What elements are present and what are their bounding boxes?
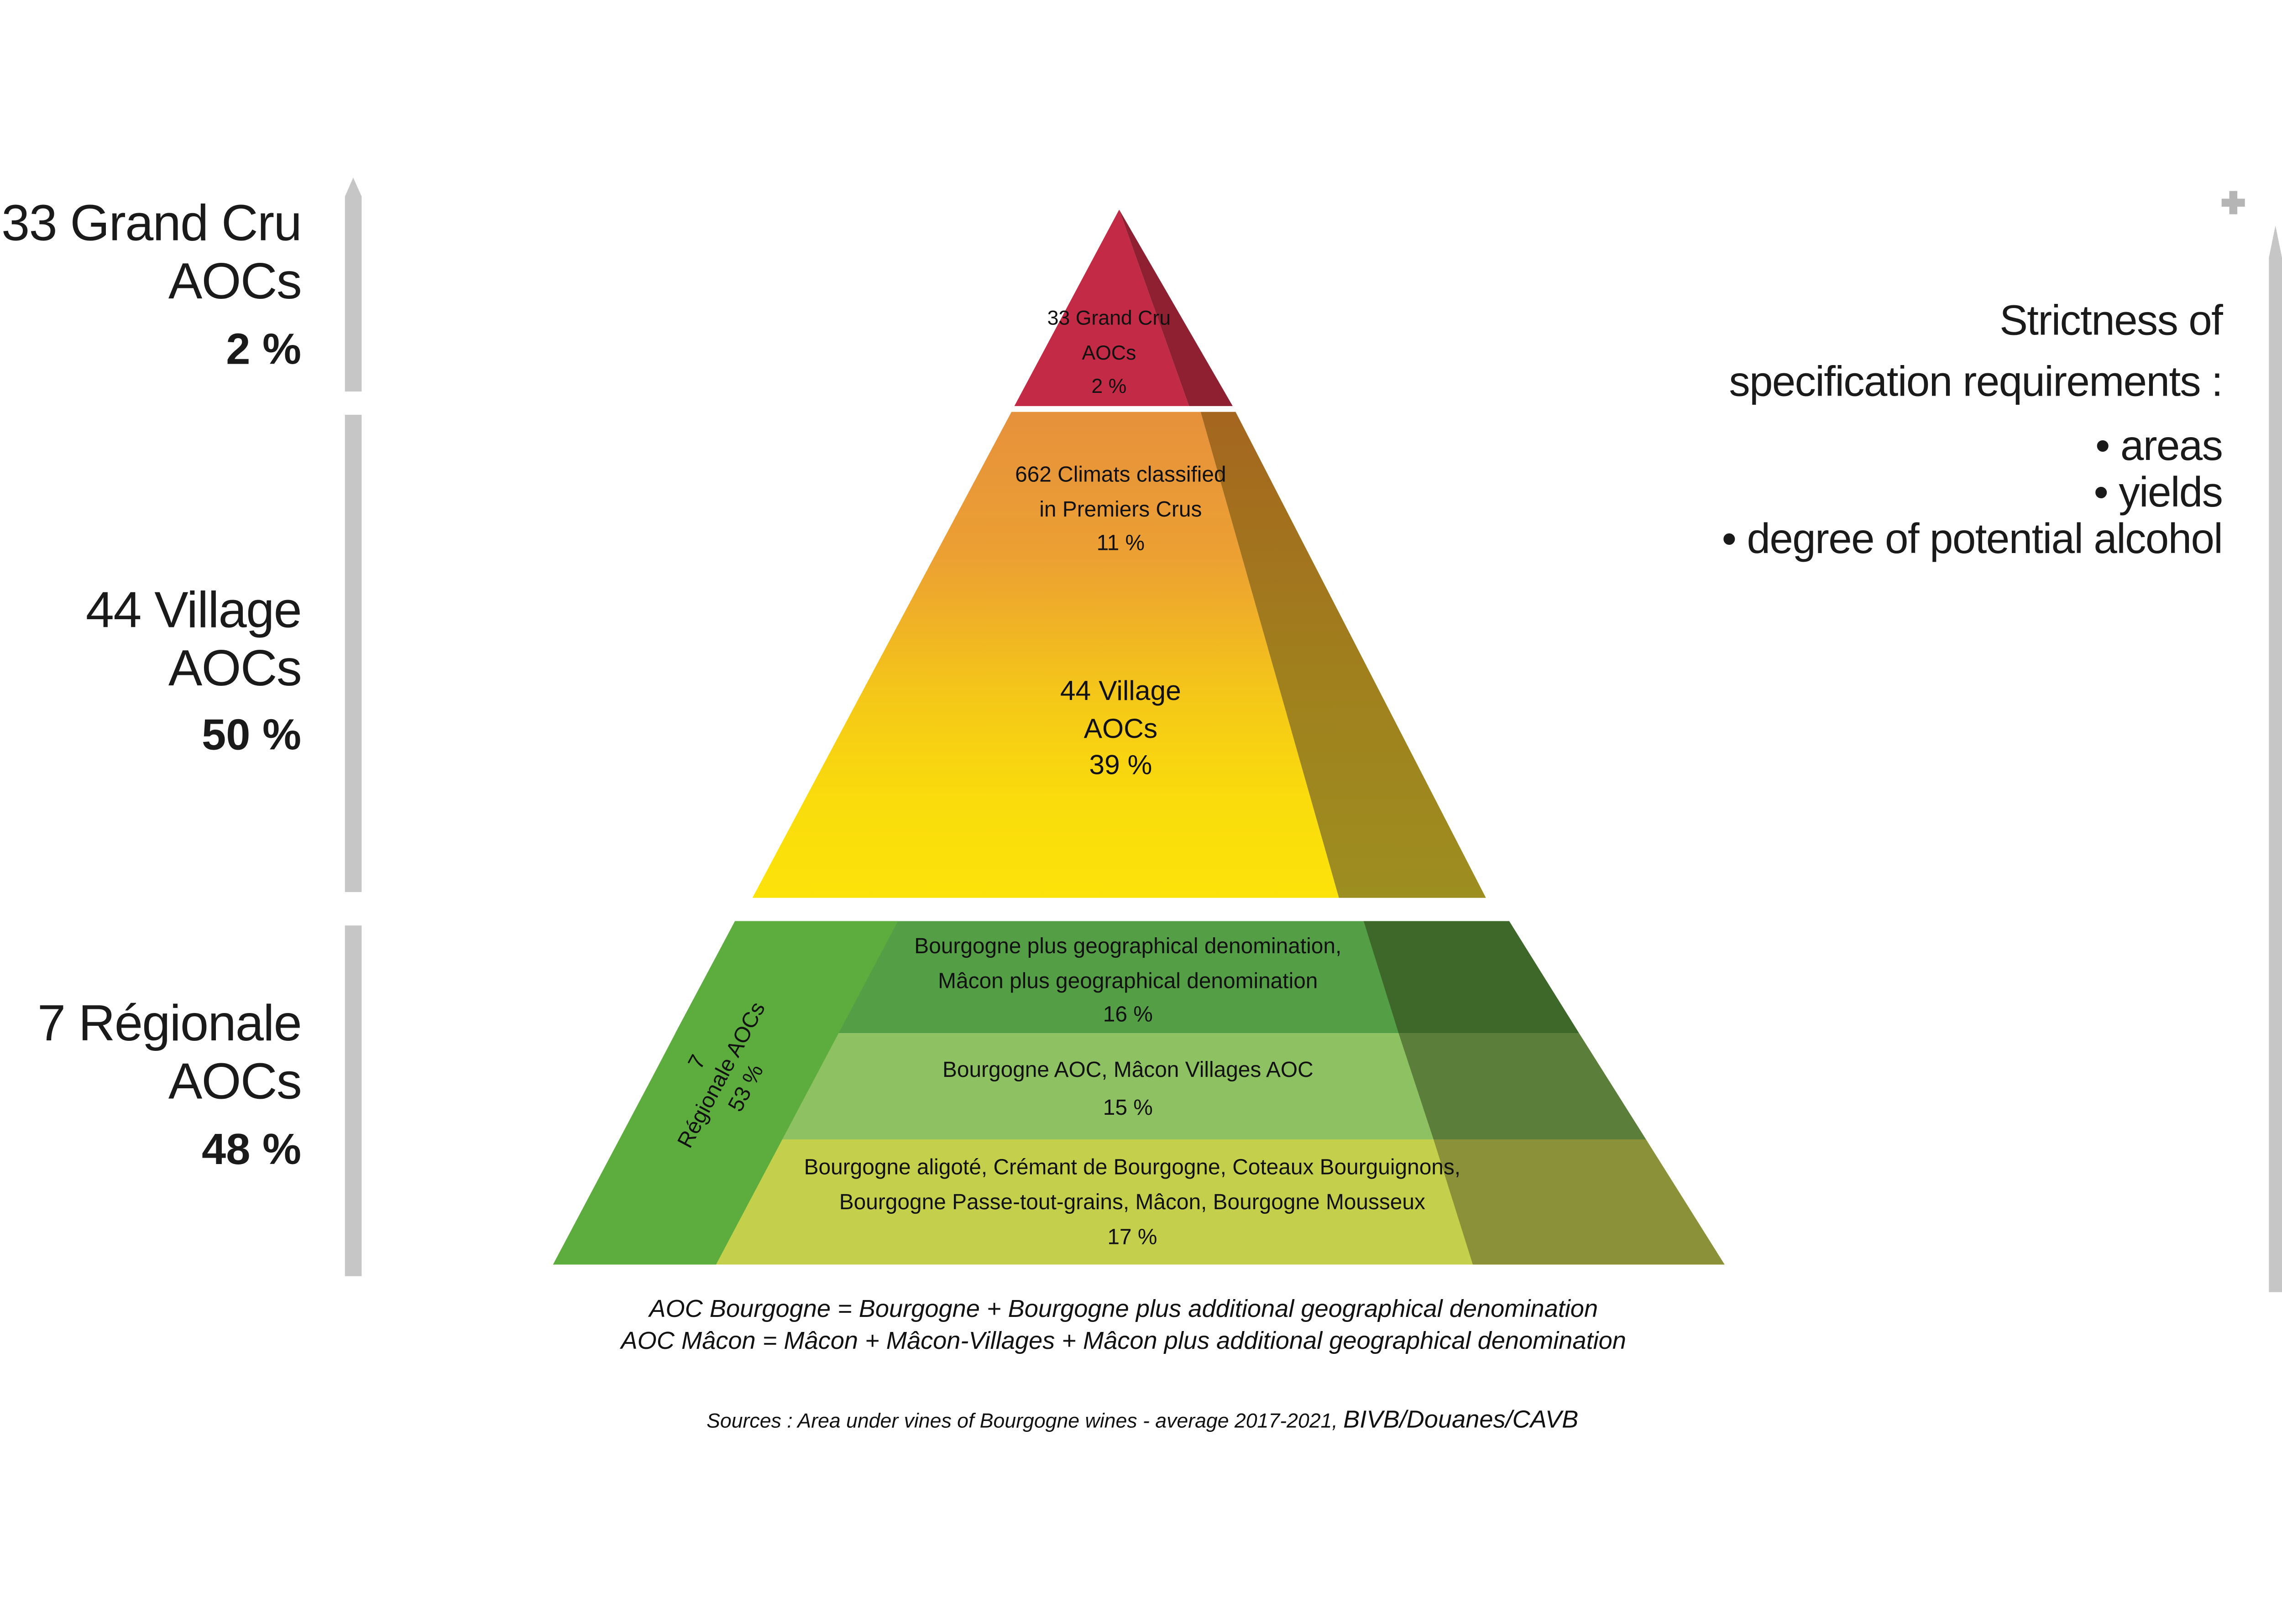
strictness-bullet-alcohol: • degree of potential alcohol (1722, 515, 2223, 562)
tier-village-face (752, 412, 1339, 898)
left-tier-arrow (345, 178, 362, 1276)
band-aoc-text-pct: 15 % (1103, 1096, 1153, 1120)
left-arrow-segment-village-icon (345, 414, 362, 892)
left-arrow-segment-grand-cru-icon (345, 178, 362, 392)
sources-organisations: BIVB/Douanes/CAVB (1343, 1405, 1578, 1433)
band-aoc-text-line1: Bourgogne AOC, Mâcon Villages AOC (942, 1058, 1314, 1082)
premiers-crus-text-line2: in Premiers Crus (1039, 497, 1202, 522)
label-village-line2: AOCs (168, 639, 301, 696)
band-generic-text-line2: Bourgogne Passe-tout-grains, Mâcon, Bour… (839, 1190, 1425, 1214)
strictness-title-line1: Strictness of (1999, 297, 2223, 344)
band-generic-text-line1: Bourgogne aligoté, Crémant de Bourgogne,… (804, 1155, 1461, 1180)
label-village-pct: 50 % (202, 710, 301, 759)
band-geo-denomination (675, 921, 1579, 1034)
label-regionale-line1: 7 Régionale (37, 994, 301, 1051)
tier-grand-cru-text-line2: AOCs (1082, 342, 1136, 364)
tier-grand-cru-text-pct: 2 % (1091, 375, 1126, 397)
label-village-line1: 44 Village (86, 581, 301, 638)
tier-grand-cru-side-shadow (1119, 209, 1233, 406)
regionale-left-stripe (553, 921, 898, 1265)
label-grand-cru-line2: AOCs (168, 252, 301, 309)
tier-grand-cru-face (1014, 209, 1189, 406)
label-grand-cru-line1: 33 Grand Cru (1, 194, 301, 251)
band-generic-side-shadow (1433, 1139, 1725, 1265)
strictness-title-line2: specification requirements : (1729, 358, 2222, 405)
tier-village-text-line2: AOCs (1084, 713, 1158, 744)
sources-text: Sources : Area under vines of Bourgogne … (707, 1410, 1343, 1432)
strictness-bullet-areas: • areas (2095, 422, 2222, 469)
band-geo-side-shadow (1363, 921, 1579, 1034)
strictness-arrow-icon (2269, 225, 2282, 1292)
premiers-crus-text-line1: 662 Climats classified (1015, 463, 1226, 487)
left-arrow-segment-regionale-icon (345, 925, 362, 1276)
footnote-bourgogne: AOC Bourgogne = Bourgogne + Bourgogne pl… (648, 1295, 1598, 1322)
label-regionale-line2: AOCs (168, 1053, 301, 1110)
plus-icon (2221, 191, 2245, 214)
strictness-bullet-yields: • yields (2094, 468, 2223, 516)
band-aoc-side-shadow (1398, 1033, 1646, 1139)
premiers-crus-text-pct: 11 % (1097, 531, 1145, 555)
tier-village-text-line1: 44 Village (1060, 675, 1181, 706)
band-geo-text-line2: Mâcon plus geographical denomination (938, 969, 1318, 993)
footnote-macon: AOC Mâcon = Mâcon + Mâcon-Villages + Mâc… (620, 1327, 1626, 1354)
sources-line: Sources : Area under vines of Bourgogne … (707, 1405, 1578, 1433)
band-geo-text-line1: Bourgogne plus geographical denomination… (914, 934, 1341, 958)
tier-grand-cru-text-line1: 33 Grand Cru (1047, 307, 1171, 329)
tier-village-side-shadow (1200, 412, 1486, 898)
label-regionale-pct: 48 % (202, 1125, 301, 1174)
band-aoc-macon-villages (620, 1033, 1646, 1139)
band-geo-text-pct: 16 % (1103, 1003, 1153, 1027)
band-generic-text-pct: 17 % (1107, 1225, 1157, 1249)
label-grand-cru-pct: 2 % (226, 324, 301, 373)
tier-village-text-pct: 39 % (1089, 749, 1152, 780)
band-generic-appellations (553, 1139, 1725, 1265)
